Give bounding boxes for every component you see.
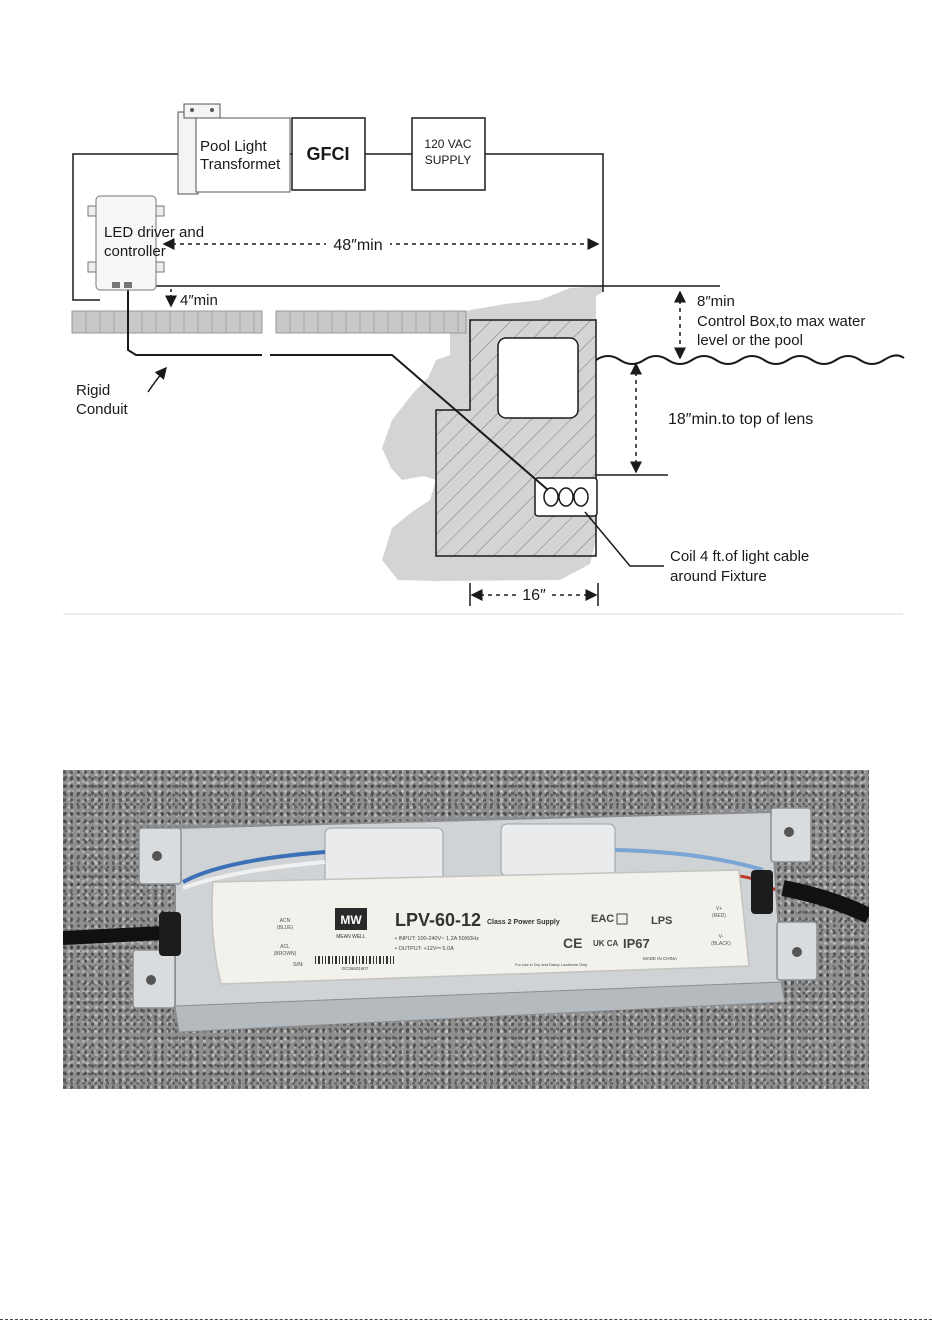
right-cable [781,880,869,924]
output-spec: • OUTPUT: +12V⎓ 5.0A [395,946,454,952]
supply-return-wire [485,153,604,292]
rigid-conduit-label-line1: Rigid [76,382,110,399]
input-spec: • INPUT: 100-240V~ 1.2A 50/60Hz [395,936,479,942]
brand-name: MEAN WELL [336,934,366,940]
led-driver-box [87,195,165,291]
acn-color: (BLUE) [277,925,294,931]
cert-eac: EAC [591,913,614,925]
supply-box [411,117,486,191]
power-supply-photo: MW MEAN WELL LPV-60-12 Class 2 Power Sup… [63,770,869,1089]
cert-ukca: UK CA [593,939,619,948]
gfci-label: GFCI [307,144,350,164]
water-line [595,354,905,365]
serial-number: GC2660160? [342,966,369,971]
wires-left [182,850,326,884]
barcode-icon [315,956,394,964]
supply-label-line1: 120 VAC [424,137,471,151]
supply-label-line2: SUPPLY [425,153,471,167]
power-supply-illustration: MW MEAN WELL LPV-60-12 Class 2 Power Sup… [63,807,869,1033]
coil-note-line1: Coil 4 ft.of light cable [670,548,809,565]
meanwell-logo-mark: MW [340,913,362,927]
wire-left-2 [182,860,326,890]
power-supply-body [211,869,750,985]
acl-color: (BROWN) [274,951,297,957]
double-insulation-icon [616,913,628,925]
dim-8-label: 8″min [697,293,735,310]
acl-label: ACL [280,944,290,950]
meanwell-logo [335,908,367,930]
dim-18-label: 18″min.to top of lens [668,411,813,428]
dim-16-bg [518,584,550,604]
transformer-label-line2: Transformet [200,156,281,173]
cable-coil-icon [543,487,589,507]
usage-note: For use in Dry and Damp Locations Only [515,962,587,967]
transformer-label-line1: Pool Light [200,138,268,155]
conduit-to-fixture [270,354,549,491]
pool-light-transformer [177,103,291,195]
model-subtitle: Class 2 Power Supply [487,919,560,926]
coil-leader [584,511,664,567]
dim-48-bg [326,234,390,254]
supply-wiring [72,153,178,301]
page-bottom-rule [0,1319,932,1320]
control-box-note-line2: level or the pool [697,332,803,349]
lps-mark: LPS [651,915,672,927]
mounting-flanges [132,807,818,1009]
driver-label-line2: controller [104,243,166,260]
vplus-label: V+ [716,906,722,912]
control-box-note-line1: Control Box,to max water [697,313,865,330]
right-grommet [751,870,773,914]
serial-prefix: S/N: [293,962,304,968]
ip-rating: IP67 [623,936,650,951]
enclosure-rim [174,981,786,1033]
terminal-block-left [324,827,444,885]
rigid-conduit-leader [147,366,167,393]
wires-right [614,848,764,872]
acn-label: ACN [280,918,291,924]
fixture-housing [497,337,579,419]
model-number: LPV-60-12 [395,910,481,930]
cert-ce: CE [563,935,582,951]
dim-16-label: 16″ [522,587,546,604]
vplus-color: (RED) [712,913,726,919]
left-cable [63,926,170,945]
left-grommet [159,912,181,956]
vminus-color: (BLACK) [711,941,731,947]
driver-label-line1: LED driver and [104,224,204,241]
dim-48-label: 48″min [333,237,382,254]
made-in: MADE IN CHINA [643,956,677,961]
rigid-conduit-label-line2: Conduit [76,401,129,418]
dim-4-label: 4″min [180,292,218,309]
gfci-box [291,117,366,191]
pool-light-wiring-diagram: Pool Light Transformet GFCI 120 VAC SUPP… [63,103,905,615]
screw-icons [146,827,802,985]
vminus-label: V- [719,934,724,940]
rigid-conduit [127,284,262,356]
terminal-block-right [500,823,616,877]
coil-note-line2: around Fixture [670,568,767,585]
paver-strip [71,310,467,334]
